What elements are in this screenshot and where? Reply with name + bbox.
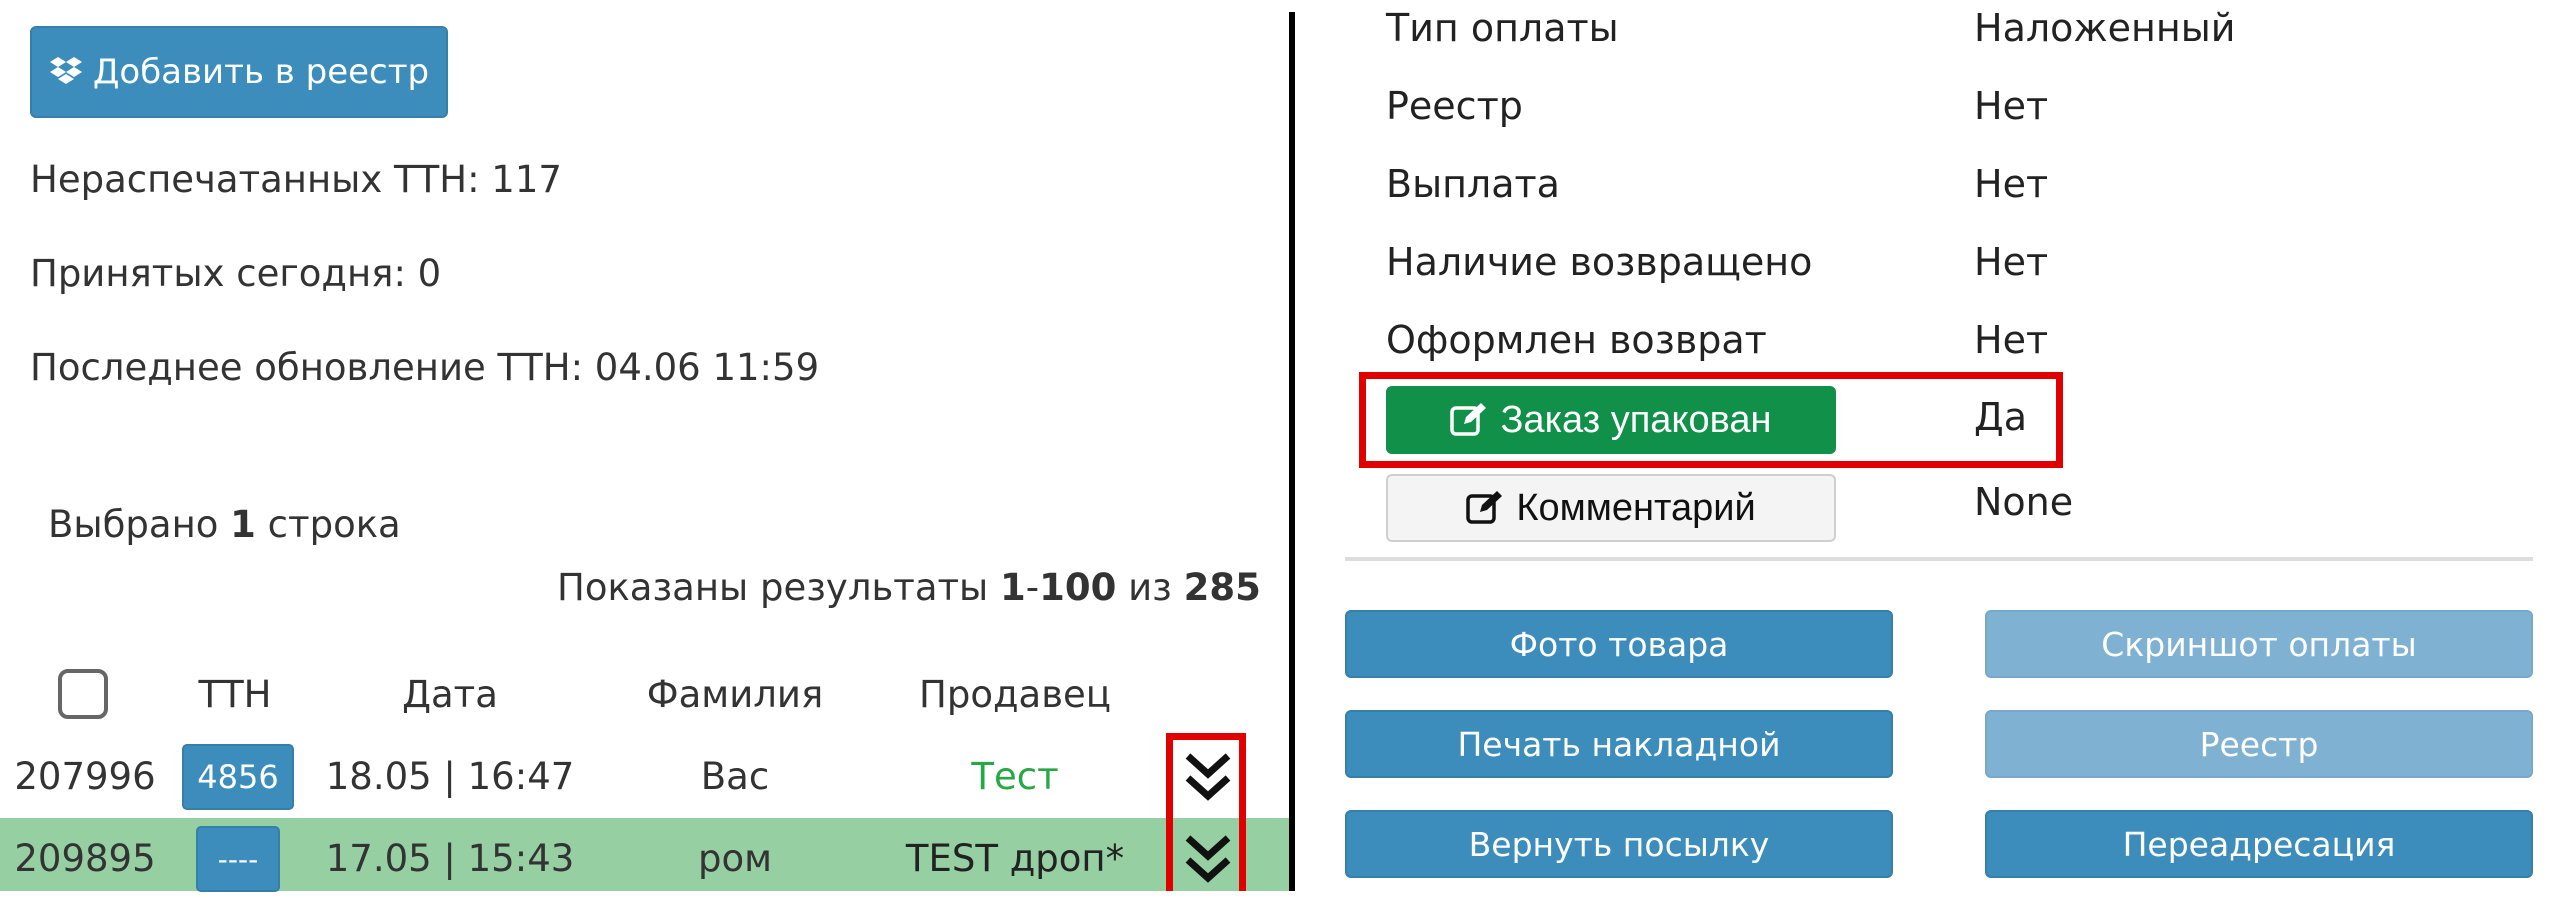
selection-count: 1 <box>230 503 256 546</box>
product-photo-button[interactable]: Фото товара <box>1345 610 1893 678</box>
print-waybill-button[interactable]: Печать накладной <box>1345 710 1893 778</box>
accepted-today-count: Принятых сегодня: 0 <box>30 252 442 295</box>
detail-value: Нет <box>1974 240 2049 284</box>
chevron-double-down-icon <box>1185 753 1231 801</box>
return-parcel-button[interactable]: Вернуть посылку <box>1345 810 1893 878</box>
order-packed-value: Да <box>1974 395 2027 439</box>
expand-row-button[interactable] <box>1180 750 1236 806</box>
row-id: 209895 <box>14 836 156 880</box>
edit-icon <box>1450 402 1488 438</box>
detail-key: Оформлен возврат <box>1386 318 1767 362</box>
column-header-seller[interactable]: Продавец <box>919 672 1111 716</box>
detail-value: Нет <box>1974 318 2049 362</box>
edit-icon <box>1466 490 1504 526</box>
panel-divider <box>1289 12 1295 891</box>
registry-button[interactable]: Реестр <box>1985 710 2533 778</box>
detail-value: Нет <box>1974 84 2049 128</box>
row-surname: Вас <box>700 754 770 798</box>
select-all-checkbox[interactable] <box>58 669 108 719</box>
add-to-registry-label: Добавить в реестр <box>92 52 430 92</box>
comment-button[interactable]: Комментарий <box>1386 474 1836 542</box>
table-row[interactable]: 209895 ---- 17.05 | 15:43 ром TEST дроп* <box>0 818 1290 892</box>
expand-row-button[interactable] <box>1180 832 1236 888</box>
detail-value: Наложенный <box>1974 6 2236 50</box>
detail-key: Наличие возвращено <box>1386 240 1813 284</box>
order-packed-button[interactable]: Заказ упакован <box>1386 386 1836 454</box>
comment-value: None <box>1974 480 2074 524</box>
order-packed-label: Заказ упакован <box>1500 398 1772 441</box>
results-summary: Показаны результаты 1-100 из 285 <box>557 566 1261 609</box>
table-row[interactable]: 207996 4856 18.05 | 16:47 Вас Тест <box>0 736 1290 816</box>
row-date: 17.05 | 15:43 <box>325 836 575 880</box>
annotation-highlight-chevrons <box>1166 733 1246 891</box>
selection-summary: Выбрано 1 строка <box>48 503 401 546</box>
payment-screenshot-button[interactable]: Скриншот оплаты <box>1985 610 2533 678</box>
annotation-highlight-packed <box>1359 372 2063 468</box>
row-seller: Тест <box>971 754 1059 798</box>
column-header-date[interactable]: Дата <box>402 672 498 716</box>
detail-key: Реестр <box>1386 84 1523 128</box>
add-to-registry-button[interactable]: Добавить в реестр <box>30 26 448 118</box>
ttn-badge[interactable]: 4856 <box>182 744 294 810</box>
row-seller: TEST дроп* <box>905 836 1125 880</box>
chevron-double-down-icon <box>1185 835 1231 883</box>
redirect-button[interactable]: Переадресация <box>1985 810 2533 878</box>
row-id: 207996 <box>14 754 156 798</box>
detail-key: Выплата <box>1386 162 1560 206</box>
detail-value: Нет <box>1974 162 2049 206</box>
row-surname: ром <box>697 836 773 880</box>
column-header-surname[interactable]: Фамилия <box>646 672 824 716</box>
dropbox-icon <box>49 56 83 88</box>
detail-key: Тип оплаты <box>1386 6 1619 50</box>
ttn-badge[interactable]: ---- <box>196 826 280 892</box>
column-header-ttn[interactable]: ТТН <box>198 672 272 716</box>
unprinted-ttn-count: Нераспечатанных ТТН: 117 <box>30 158 562 201</box>
section-divider <box>1345 557 2533 561</box>
last-ttn-update: Последнее обновление ТТН: 04.06 11:59 <box>30 346 820 389</box>
comment-label: Комментарий <box>1516 486 1756 529</box>
row-date: 18.05 | 16:47 <box>325 754 575 798</box>
